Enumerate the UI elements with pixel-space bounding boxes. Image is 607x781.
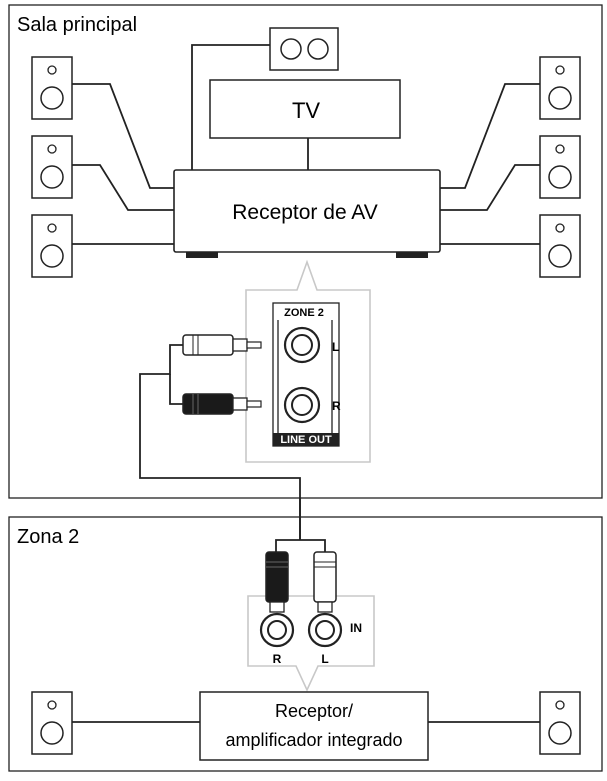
- speaker-left-center: [31, 135, 73, 199]
- panel-r-label: R: [332, 399, 341, 413]
- left-center-wire: [72, 164, 174, 211]
- integrated-amplifier: [199, 691, 429, 761]
- line-out-jack-l: [283, 326, 321, 364]
- rca-cable-zone2: [275, 517, 326, 554]
- rca-plug-black: [182, 393, 262, 415]
- speaker-right-front: [539, 56, 581, 120]
- amp-label-line1: Receptor/: [275, 701, 353, 721]
- zone2-frame: [8, 516, 603, 772]
- rca-cable-main: [139, 344, 301, 540]
- speaker-left-rear: [31, 214, 73, 278]
- zone2-title: Zona 2: [17, 526, 79, 548]
- input-r-label: R: [273, 652, 282, 666]
- line-out-jack-r: [283, 386, 321, 424]
- center-speaker-wire: [191, 44, 270, 170]
- amp-label-line2: amplificador integrado: [225, 730, 402, 750]
- rca-plug-white: [182, 334, 262, 356]
- panel-l-label: L: [332, 340, 339, 354]
- receiver-label: Receptor de AV: [232, 201, 378, 224]
- zone2-line-out-panel: [272, 302, 340, 447]
- speaker-zone2-right: [539, 691, 581, 755]
- speaker-right-center: [539, 135, 581, 199]
- speaker-zone2-left: [31, 691, 73, 755]
- tv-box: [209, 79, 401, 139]
- main-room-title: Sala principal: [17, 14, 137, 36]
- input-in-label: IN: [350, 621, 362, 635]
- right-front-wire: [440, 83, 540, 189]
- speaker-left-front: [31, 56, 73, 120]
- rca-plug-black-vertical: [265, 551, 289, 613]
- input-l-label: L: [321, 652, 328, 666]
- main-room-frame: [8, 4, 603, 499]
- rca-plug-white-vertical: [313, 551, 337, 613]
- av-receiver: [173, 169, 441, 258]
- right-center-wire: [440, 164, 540, 211]
- tv-label: TV: [292, 98, 320, 123]
- input-jack-l: [307, 612, 343, 648]
- speaker-right-rear: [539, 214, 581, 278]
- center-speaker: [269, 27, 339, 71]
- left-front-wire: [72, 83, 174, 189]
- panel-zone2-label: ZONE 2: [284, 307, 324, 319]
- speaker-wires-main: [72, 44, 540, 245]
- input-jack-r: [259, 612, 295, 648]
- panel-line-out-label: LINE OUT: [280, 434, 332, 446]
